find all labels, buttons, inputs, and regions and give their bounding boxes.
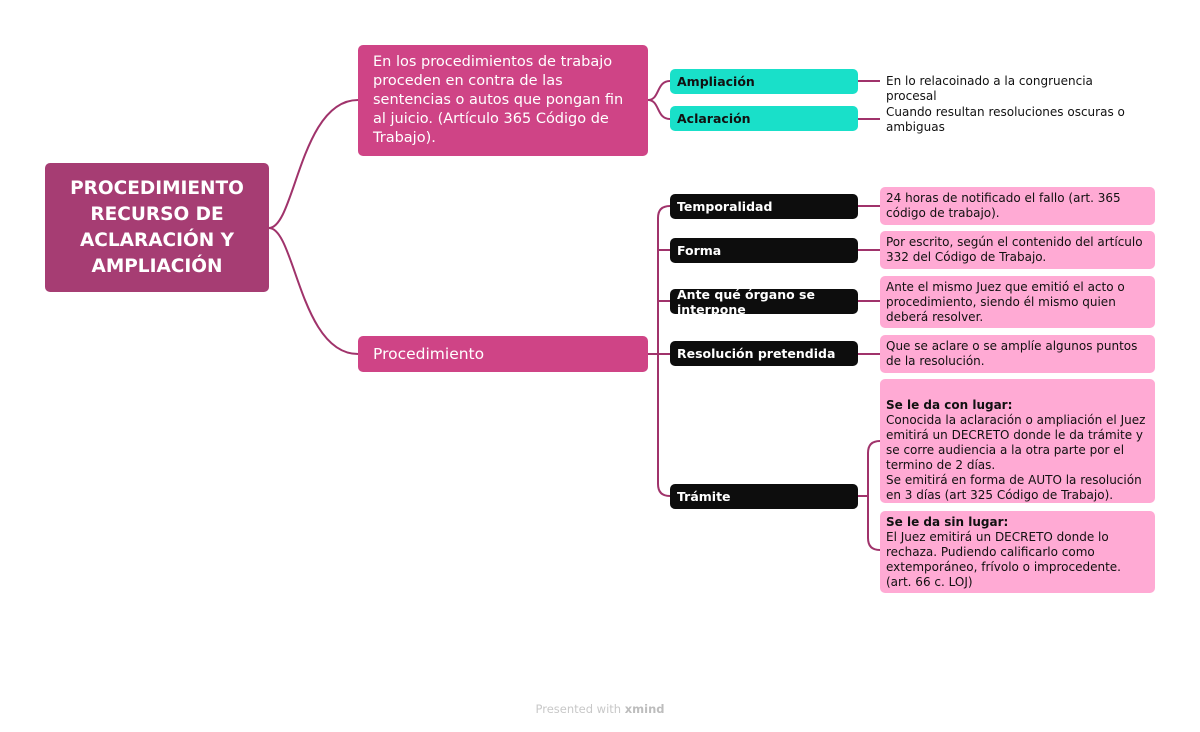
detail-forma[interactable]: Por escrito, según el contenido del artí… (880, 231, 1155, 269)
tag-temporalidad[interactable]: Temporalidad (670, 194, 858, 219)
connector-root-branch1 (268, 99, 359, 229)
branch-procedimiento-text: Procedimiento (373, 344, 485, 363)
footer-prefix: Presented with (535, 702, 622, 716)
detail-organo[interactable]: Ante el mismo Juez que emitió el acto o … (880, 276, 1155, 328)
detail-resolucion-text: Que se aclare o se amplíe algunos puntos… (886, 339, 1138, 368)
detail-temporalidad-text: 24 horas de notificado el fallo (art. 36… (886, 191, 1121, 220)
detail-ampliacion[interactable]: En lo relacoinado a la congruencia proce… (886, 74, 1146, 104)
tramite-sin-lugar-heading: Se le da sin lugar: (886, 515, 1009, 529)
tag-forma[interactable]: Forma (670, 238, 858, 263)
root-title: PROCEDIMIENTO RECURSO DE ACLARACIÓN Y AM… (70, 177, 244, 277)
footer-credit: Presented with xmind (0, 702, 1200, 716)
detail-temporalidad[interactable]: 24 horas de notificado el fallo (art. 36… (880, 187, 1155, 225)
tag-resolucion-label: Resolución pretendida (677, 346, 836, 361)
detail-forma-text: Por escrito, según el contenido del artí… (886, 235, 1143, 264)
detail-tramite-sin-lugar[interactable]: Se le da sin lugar:El Juez emitirá un DE… (880, 511, 1155, 593)
tramite-con-lugar-body: Conocida la aclaración o ampliación el J… (886, 413, 1146, 502)
tag-tramite-label: Trámite (677, 489, 731, 504)
connector-branch1-aclaracion (647, 99, 671, 120)
detail-tramite-con-lugar[interactable]: Se le da con lugar:Conocida la aclaració… (880, 379, 1155, 503)
tag-aclaracion-label: Aclaración (677, 111, 751, 126)
connector-branch2-vertical (657, 205, 671, 497)
root-topic[interactable]: PROCEDIMIENTO RECURSO DE ACLARACIÓN Y AM… (45, 163, 269, 292)
detail-aclaracion-text: Cuando resultan resoluciones oscuras o a… (886, 105, 1125, 134)
connector-root-branch2 (268, 227, 359, 355)
tag-organo-label: Ante qué órgano se interpone (677, 286, 815, 317)
branch-legal-basis-text: En los procedimientos de trabajo procede… (373, 54, 624, 146)
tag-organo[interactable]: Ante qué órgano se interpone (670, 286, 858, 317)
connector-tramite-branches (858, 440, 881, 551)
tramite-sin-lugar-body: El Juez emitirá un DECRETO donde lo rech… (886, 530, 1121, 589)
footer-brand-logo: xmind (624, 702, 665, 716)
tag-forma-label: Forma (677, 243, 722, 258)
tag-resolucion[interactable]: Resolución pretendida (670, 341, 858, 366)
tag-tramite[interactable]: Trámite (670, 484, 858, 509)
detail-aclaracion[interactable]: Cuando resultan resoluciones oscuras o a… (886, 105, 1126, 135)
connector-branch1-ampliacion (647, 80, 671, 101)
tag-temporalidad-label: Temporalidad (677, 199, 773, 214)
tramite-con-lugar-heading: Se le da con lugar: (886, 398, 1013, 412)
branch-procedimiento[interactable]: Procedimiento (358, 336, 648, 372)
tag-ampliacion-label: Ampliación (677, 74, 755, 89)
branch-legal-basis[interactable]: En los procedimientos de trabajo procede… (358, 45, 648, 156)
detail-organo-text: Ante el mismo Juez que emitió el acto o … (886, 280, 1125, 324)
tag-aclaracion[interactable]: Aclaración (670, 106, 858, 131)
detail-ampliacion-text: En lo relacoinado a la congruencia proce… (886, 74, 1093, 103)
detail-resolucion[interactable]: Que se aclare o se amplíe algunos puntos… (880, 335, 1155, 373)
tag-ampliacion[interactable]: Ampliación (670, 69, 858, 94)
